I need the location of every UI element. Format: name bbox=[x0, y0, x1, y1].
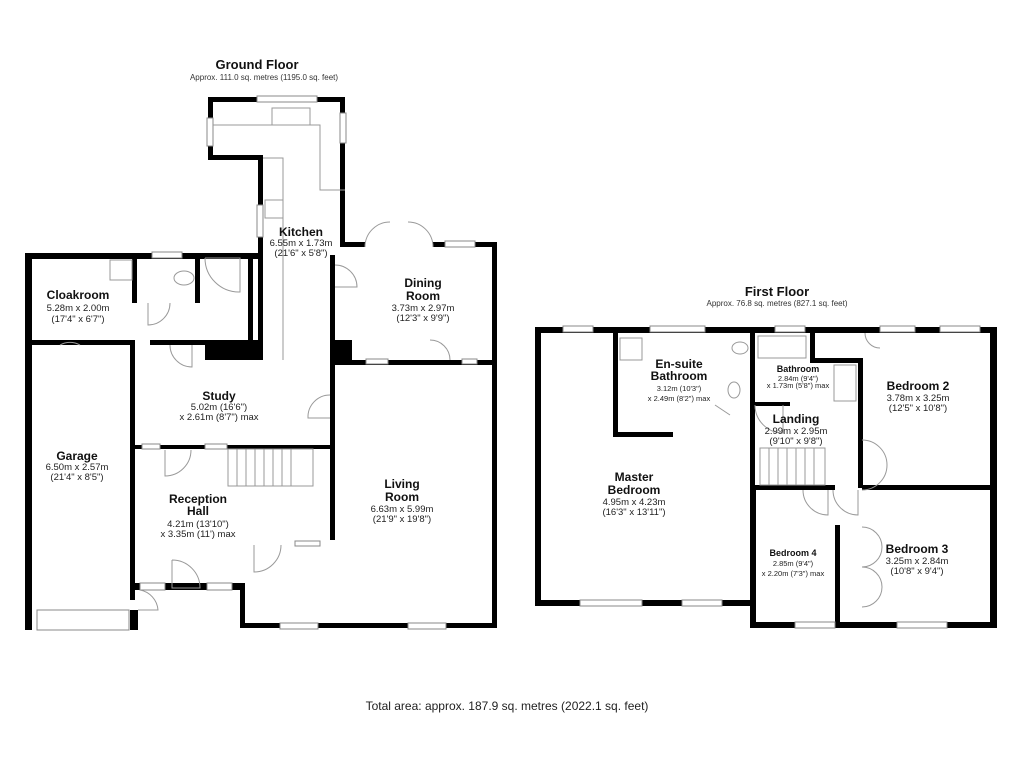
room-dim: 2.99m x 2.95m bbox=[765, 426, 828, 437]
room-name: Bedroom 3 bbox=[886, 542, 949, 556]
ground-floor-area: Approx. 111.0 sq. metres (1195.0 sq. fee… bbox=[190, 73, 338, 82]
room-name: En-suite bbox=[655, 357, 703, 371]
room-name: Garage bbox=[56, 449, 98, 463]
room-dim: 3.12m (10'3") bbox=[657, 384, 702, 393]
room-dim: (21'9" x 19'8") bbox=[373, 514, 431, 525]
room-dim: (12'3" x 9'9") bbox=[396, 313, 449, 324]
first-floor-title: First Floor bbox=[745, 284, 809, 299]
room-dim: (17'4" x 6'7") bbox=[51, 314, 104, 325]
room-dim: x 2.61m (8'7") max bbox=[179, 412, 258, 423]
room-dim: x 1.73m (5'8") max bbox=[767, 381, 830, 390]
room-dim: (9'10" x 9'8") bbox=[769, 436, 822, 447]
room-name: Landing bbox=[773, 412, 820, 426]
room-dim: 3.78m x 3.25m bbox=[887, 393, 950, 404]
room-dim: 2.84m (9'4") bbox=[778, 374, 819, 383]
room-dim: (21'4" x 8'5") bbox=[50, 472, 103, 483]
room-dim: 2.85m (9'4") bbox=[773, 559, 814, 568]
room-name: Reception bbox=[169, 492, 227, 506]
first-floor-area: Approx. 76.8 sq. metres (827.1 sq. feet) bbox=[707, 299, 848, 308]
room-dim: (12'5" x 10'8") bbox=[889, 403, 947, 414]
room-name: Cloakroom bbox=[47, 288, 110, 302]
ground-stairs-icon bbox=[227, 448, 314, 487]
first-floor-labels: First Floor Approx. 76.8 sq. metres (827… bbox=[602, 284, 949, 578]
room-dim: 3.73m x 2.97m bbox=[392, 303, 455, 314]
first-floor-fixtures bbox=[562, 325, 981, 629]
room-dim: 6.63m x 5.99m bbox=[371, 504, 434, 515]
room-dim: 5.02m (16'6") bbox=[191, 402, 247, 413]
room-dim: 4.95m x 4.23m bbox=[603, 497, 666, 508]
room-dim: x 2.20m (7'3") max bbox=[762, 569, 825, 578]
room-name: Study bbox=[202, 389, 236, 403]
first-floor-walls bbox=[535, 327, 997, 628]
room-dim: x 3.35m (11') max bbox=[160, 529, 235, 540]
room-name: Room bbox=[406, 289, 440, 303]
room-dim: 5.28m x 2.00m bbox=[47, 303, 110, 314]
room-name: Bedroom bbox=[608, 483, 661, 497]
room-name: Room bbox=[385, 490, 419, 504]
room-name: Kitchen bbox=[279, 225, 323, 239]
room-dim: 3.25m x 2.84m bbox=[886, 556, 949, 567]
room-dim: 6.50m x 2.57m bbox=[46, 462, 109, 473]
room-dim: (21'6" x 5'8") bbox=[274, 248, 327, 259]
ground-floor-fixtures bbox=[36, 95, 478, 631]
room-name: Bedroom 2 bbox=[887, 379, 950, 393]
room-name: Dining bbox=[404, 276, 441, 290]
room-dim: 6.55m x 1.73m bbox=[270, 238, 333, 249]
room-dim: (10'8" x 9'4") bbox=[890, 566, 943, 577]
room-name: Bathroom bbox=[651, 369, 708, 383]
room-name: Master bbox=[615, 470, 654, 484]
room-name: Hall bbox=[187, 504, 209, 518]
room-dim: (16'3" x 13'11") bbox=[602, 507, 665, 518]
room-name: Bedroom 4 bbox=[769, 548, 816, 558]
total-area: Total area: approx. 187.9 sq. metres (20… bbox=[366, 699, 649, 713]
room-name: Bathroom bbox=[777, 364, 820, 374]
room-name: Living bbox=[384, 477, 419, 491]
ground-floor-labels: Ground Floor Approx. 111.0 sq. metres (1… bbox=[46, 57, 455, 540]
room-dim: 4.21m (13'10") bbox=[167, 519, 229, 530]
first-floor-stairs-icon bbox=[759, 447, 826, 486]
room-dim: x 2.49m (8'2") max bbox=[648, 394, 711, 403]
ground-floor-walls bbox=[25, 97, 497, 630]
ground-floor-title: Ground Floor bbox=[215, 57, 298, 72]
